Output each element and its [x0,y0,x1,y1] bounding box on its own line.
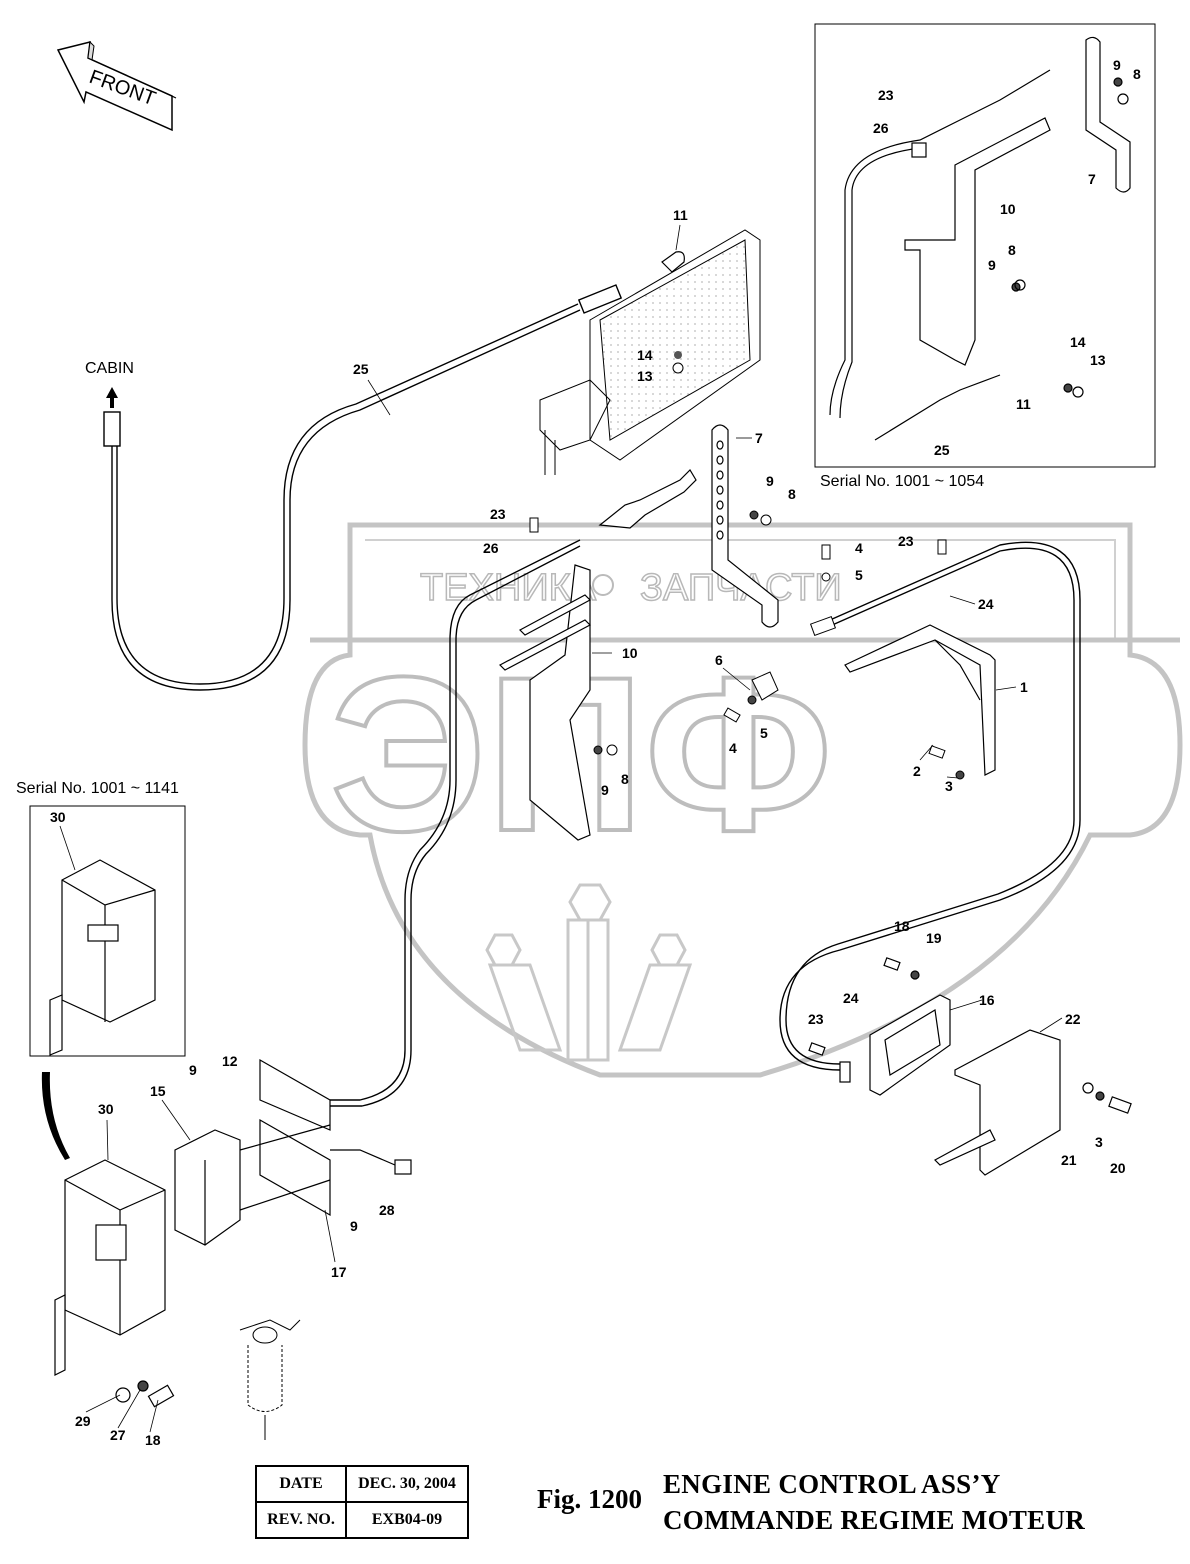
callouts-lower-right: 18 19 16 22 24 23 21 3 20 [808,918,1126,1176]
callout-i-13: 13 [1090,352,1106,368]
callout-18b: 28 [379,1202,395,1218]
callout-10: 10 [622,645,638,661]
callout-1: 1 [1020,679,1028,695]
callout-2: 2 [913,763,921,779]
callout-3c: 3 [1095,1134,1103,1150]
fuel-filter [239,1319,301,1440]
date-label: DATE [255,1465,347,1503]
title-block: DATE DEC. 30, 2004 REV. NO. EXB04-09 [255,1465,469,1539]
callout-3: 3 [945,778,953,794]
engine-plate [539,229,761,475]
plate-16 [808,957,951,1096]
callout-i-8: 8 [1133,66,1141,82]
callout-9: 9 [766,473,774,489]
callout-6: 6 [715,652,723,668]
callout-23b: 23 [898,533,914,549]
control-cable-right-loop [779,541,1081,1071]
callout-17: 17 [331,1264,347,1280]
bracket-22 [934,1029,1132,1176]
callout-21: 21 [1061,1152,1077,1168]
bracket-1 [844,624,996,776]
date-value: DEC. 30, 2004 [345,1465,469,1503]
callout-12: 12 [222,1053,238,1069]
callout-i-25: 25 [934,442,950,458]
callout-5: 5 [855,567,863,583]
callout-28: 27 [110,1427,126,1443]
callout-i-9b: 9 [988,257,996,273]
figure-number: Fig. 1200 [537,1484,642,1514]
callout-i-8b: 8 [1008,242,1016,258]
callout-9c: 9 [189,1062,197,1078]
figure-title: ENGINE CONTROL ASS’Y COMMANDE REGIME MOT… [663,1466,1085,1538]
callouts-inset-top-right: 23 26 9 8 7 10 9 8 14 13 11 25 [873,57,1141,458]
callout-9d: 9 [350,1218,358,1234]
control-cable-lower [330,539,581,1107]
serial-note-left: Serial No. 1001 ~ 1141 [16,780,179,797]
callout-25: 25 [353,361,369,377]
watermark: ТЕХНИКА ЗАПЧАСТИ ЭПФ [302,522,1183,1078]
box-30 [54,1159,175,1408]
bracket-10 [499,564,591,841]
cabin-arrow-icon [106,387,118,408]
control-cable-25 [103,284,623,691]
front-arrow: FRONT [56,40,177,132]
wheat-emblem [485,883,693,1062]
rev-value: EXB04-09 [345,1501,469,1539]
figure-title-fr: COMMANDE REGIME MOTEUR [663,1505,1086,1535]
control-unit-15 [174,1129,241,1246]
lever-7 [711,424,779,628]
hardware-main [529,510,965,780]
callouts-lower-left: 9 12 15 30 9 28 17 29 27 18 [75,1053,395,1448]
callout-27: 18 [145,1432,161,1448]
callout-8b: 8 [621,771,629,787]
callout-4b: 4 [729,740,737,756]
callout-8: 8 [788,486,796,502]
watermark-text-left: ТЕХНИКА [420,567,597,609]
callout-inset-left-30: 30 [50,809,66,825]
callout-30: 30 [98,1101,114,1117]
callout-11: 11 [673,207,688,223]
callout-i-14: 14 [1070,334,1086,350]
callout-4: 4 [855,540,863,556]
inset-top-right-parts [829,36,1131,441]
callouts-main: 11 14 13 25 7 9 8 23 26 4 5 23 24 10 6 1… [353,207,1028,798]
callout-19: 19 [926,930,942,946]
plate-17 [239,1058,412,1217]
callout-22: 22 [1065,1011,1081,1027]
inset-top-right-frame [814,23,1156,468]
callout-23c: 23 [808,1011,824,1027]
cable-end-center [598,469,697,529]
serial-note-top-right: Serial No. 1001 ~ 1054 [820,473,985,490]
inset-left-parts [49,859,156,1056]
callout-i-26: 26 [873,120,889,136]
callout-26: 26 [483,540,499,556]
callout-18: 18 [894,918,910,934]
pointer-arrow-icon [41,1072,70,1160]
callout-15: 15 [150,1083,166,1099]
callout-i-7: 7 [1088,171,1096,187]
leader-lines [59,224,1063,1433]
ball-joint-11 [661,251,685,374]
callout-5b: 5 [760,725,768,741]
callout-13: 13 [637,368,653,384]
callout-24: 24 [978,596,994,612]
callout-i-10: 10 [1000,201,1016,217]
callout-9b: 9 [601,782,609,798]
inset-left-frame [29,805,186,1057]
cabin-label: CABIN [85,360,134,377]
callout-14: 14 [637,347,653,363]
callout-24c: 24 [843,990,859,1006]
callout-20: 20 [1110,1160,1126,1176]
callout-7: 7 [755,430,763,446]
gear-icon [592,574,614,596]
figure-title-en: ENGINE CONTROL ASS’Y [663,1469,1001,1499]
callout-29: 29 [75,1413,91,1429]
callout-23: 23 [490,506,506,522]
callout-i-9: 9 [1113,57,1121,73]
rev-label: REV. NO. [255,1501,347,1539]
callout-i-11: 11 [1016,396,1031,412]
callout-16: 16 [979,992,995,1008]
callout-i-23: 23 [878,87,894,103]
